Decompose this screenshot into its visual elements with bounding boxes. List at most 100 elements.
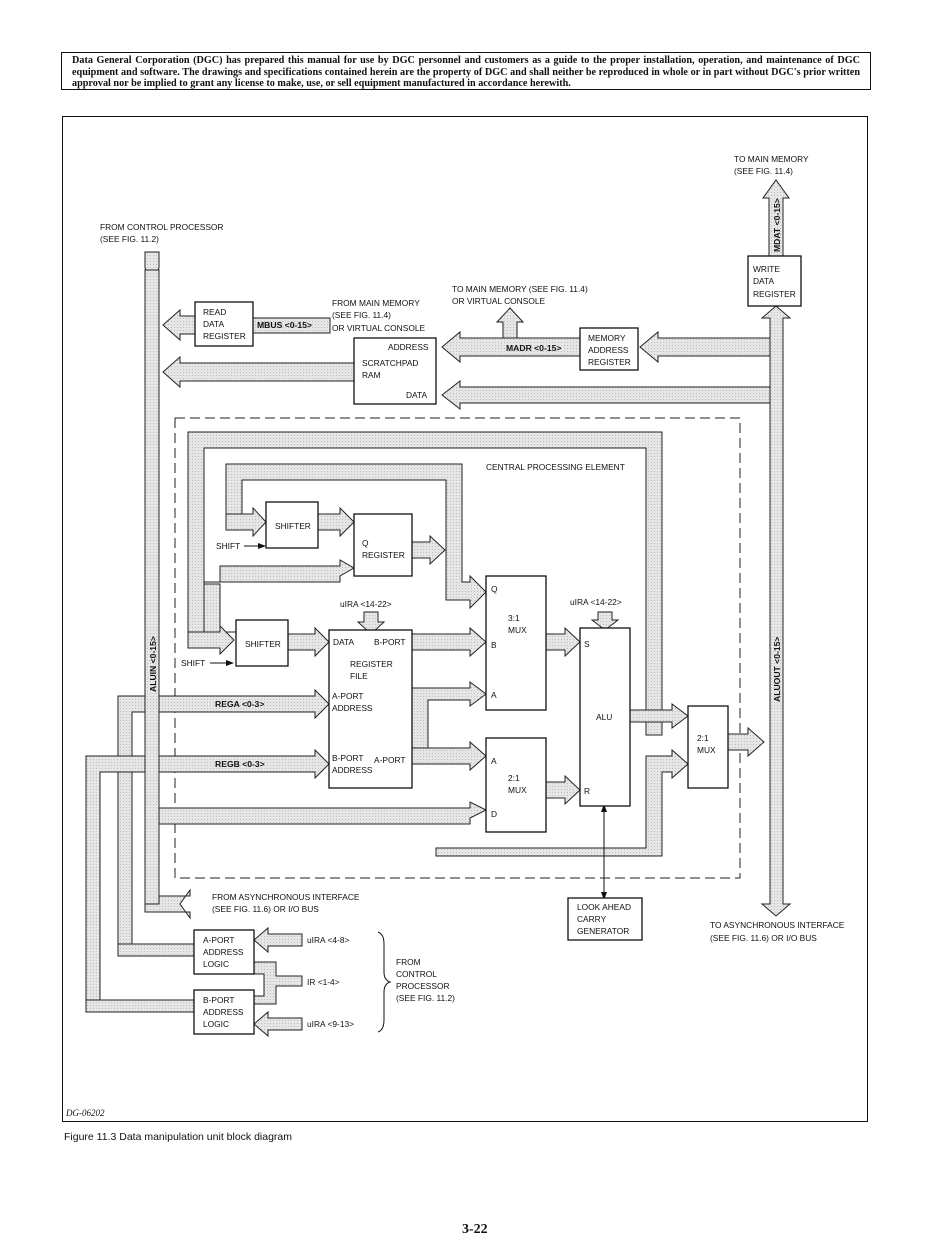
from-main-memory-3: OR VIRTUAL CONSOLE <box>332 323 425 333</box>
alu-name: ALU <box>596 712 612 722</box>
mdat-label: MDAT <0-15> <box>772 198 782 252</box>
aluout-label: ALUOUT <0-15> <box>772 637 782 702</box>
rf-aport: A-PORT <box>374 755 406 765</box>
drawing-code: DG-06202 <box>66 1108 105 1118</box>
aluin-label: ALUIN <0-15> <box>148 636 158 692</box>
mux21-name2: MUX <box>508 785 527 795</box>
madr-bus <box>639 330 771 364</box>
to-main-memory-top-2: (SEE FIG. 11.4) <box>734 166 793 176</box>
ulra48-bus <box>253 926 303 954</box>
mux31-to-alu-s <box>545 626 581 658</box>
scratchpad-ram <box>353 337 437 405</box>
aport-logic-3: LOGIC <box>203 959 229 969</box>
bport-logic-3: LOGIC <box>203 1019 229 1029</box>
mux-right-out <box>727 726 765 758</box>
from-cp2-2: CONTROL <box>396 969 437 979</box>
from-async-2: (SEE FIG. 11.6) OR I/O BUS <box>212 904 319 914</box>
mux21-left-box <box>485 737 547 833</box>
cpe-label: CENTRAL PROCESSING ELEMENT <box>486 462 625 472</box>
carry-generator-box <box>567 897 643 941</box>
cpe-dashed-boundary <box>174 417 741 879</box>
write-data-register <box>747 255 802 307</box>
copyright-notice: Data General Corporation (DGC) has prepa… <box>61 52 871 90</box>
from-cp-label-2: (SEE FIG. 11.2) <box>100 234 159 244</box>
carry-line1: LOOK AHEAD <box>577 902 631 912</box>
shift2-head <box>226 660 234 666</box>
read-reg-line1: READ <box>203 307 226 317</box>
async-in-bus <box>144 888 191 920</box>
scratchpad-name1: SCRATCHPAD <box>362 358 418 368</box>
regb-label: REGB <0-3> <box>215 759 265 769</box>
bport-logic-2: ADDRESS <box>203 1007 244 1017</box>
mux-right-name2: MUX <box>697 745 716 755</box>
from-cp2-1: FROM <box>396 957 421 967</box>
mar-line2: ADDRESS <box>588 345 629 355</box>
from-cp-label-1: FROM CONTROL PROCESSOR <box>100 222 223 232</box>
carry-line2: CARRY <box>577 914 607 924</box>
carry-arrowhead-down <box>601 892 607 900</box>
rf-name1: REGISTER <box>350 659 393 669</box>
aluout-to-scratchpad-data <box>441 379 771 411</box>
ulra913-label: uIRA <9-13> <box>307 1019 354 1029</box>
ulra-arrow-a <box>356 611 386 635</box>
figure-frame <box>62 116 868 1122</box>
aport-logic-2: ADDRESS <box>203 947 244 957</box>
rf-data: DATA <box>333 637 355 647</box>
mux31-name1: 3:1 <box>508 613 520 623</box>
ir14-bus <box>253 961 303 1005</box>
shift1-head <box>258 543 266 549</box>
rf-aport-addr1: A-PORT <box>332 691 364 701</box>
from-main-memory-2: (SEE FIG. 11.4) <box>332 310 391 320</box>
aluout-lower-bus <box>203 583 236 633</box>
shifter-bottom-out <box>287 626 330 658</box>
ulra913-bus <box>253 1010 303 1038</box>
shifter-top-box <box>265 501 319 549</box>
carry-arrowhead <box>601 804 607 812</box>
from-cp-brace <box>377 931 392 1033</box>
mux31-b: B <box>491 640 497 650</box>
shift-label-1: SHIFT <box>216 541 240 551</box>
ulra48-label: uIRA <4-8> <box>307 935 349 945</box>
mdat-bus <box>762 179 790 257</box>
wdr-line1: WRITE <box>753 264 780 274</box>
carry-line3: GENERATOR <box>577 926 629 936</box>
rf-name2: FILE <box>350 671 368 681</box>
aluin-bus-body <box>144 269 160 913</box>
aluin-to-mux21-d <box>158 801 488 825</box>
wdr-line2: DATA <box>753 276 775 286</box>
shifter-bottom-label: SHIFTER <box>245 639 281 649</box>
mux31-q: Q <box>491 584 498 594</box>
rega-label: REGA <0-3> <box>215 699 264 709</box>
mux21-to-alu-r <box>545 774 581 806</box>
q-reg-line1: Q <box>362 538 369 548</box>
read-data-register <box>194 301 254 347</box>
ulra-arrow-b <box>590 611 620 631</box>
feedback-to-mux-right <box>435 748 689 857</box>
alu-s: S <box>584 639 590 649</box>
q-feedback-bus <box>225 463 487 610</box>
shifter-bottom-in <box>187 624 235 656</box>
rf-bport: B-PORT <box>374 637 406 647</box>
alu-to-mux-right <box>629 703 689 729</box>
bport-logic-box <box>193 989 255 1035</box>
mux31-name2: MUX <box>508 625 527 635</box>
wdr-line3: REGISTER <box>753 289 796 299</box>
regb-bus <box>158 748 330 780</box>
to-main-memory-mid-1: TO MAIN MEMORY (SEE FIG. 11.4) <box>452 284 588 294</box>
bport-logic-1: B-PORT <box>203 995 235 1005</box>
read-reg-line2: DATA <box>203 319 225 329</box>
bport-logic-bus <box>85 755 195 1013</box>
rf-bport-addr2: ADDRESS <box>332 765 373 775</box>
mux21-d: D <box>491 809 497 819</box>
q-register-box <box>353 513 413 577</box>
mux21-right-box <box>687 705 729 789</box>
q-reg-out <box>411 534 446 566</box>
shifter-top-in <box>225 506 267 538</box>
rega-bus <box>158 688 330 720</box>
mux21-name1: 2:1 <box>508 773 520 783</box>
mux31-a: A <box>491 690 497 700</box>
register-file-box <box>328 629 413 789</box>
feedback-to-q <box>204 559 356 583</box>
read-reg-to-aluin <box>162 308 196 342</box>
mux31-box <box>485 575 547 711</box>
